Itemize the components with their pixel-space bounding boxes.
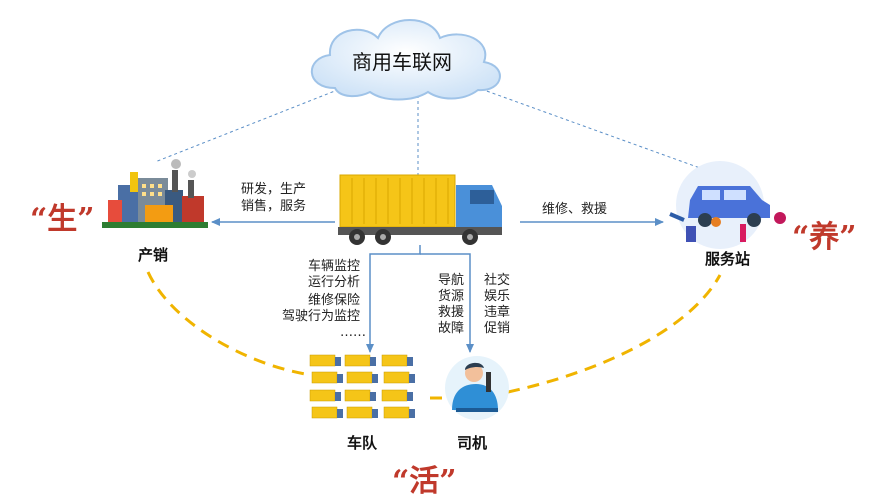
- stage-huo: “活”: [392, 464, 457, 499]
- service-station-icon: [669, 161, 786, 249]
- edge-fleet-line2: 运行分析: [308, 275, 361, 290]
- fleet-icon: [309, 354, 415, 419]
- edge-driver-col1-3: 救援: [438, 305, 465, 320]
- factory-icon: [102, 159, 208, 228]
- cloud-dashed-links: [154, 84, 701, 175]
- node-service-label: 服务站: [705, 250, 751, 268]
- edge-production-line2: 销售，服务: [241, 199, 307, 214]
- edge-driver-col2-2: 娱乐: [484, 289, 511, 304]
- edge-driver-col2-1: 社交: [484, 273, 511, 288]
- node-fleet-label: 车队: [347, 434, 378, 452]
- lifecycle-loop: [146, 271, 722, 400]
- edge-driver-col1-1: 导航: [438, 273, 465, 288]
- edge-driver-col2-4: 促销: [484, 321, 511, 336]
- cloud-title: 商用车联网: [352, 50, 452, 74]
- stage-sheng: “生”: [30, 202, 95, 237]
- driver-icon: [445, 356, 509, 420]
- truck-icon: [338, 174, 502, 245]
- edge-fleet-line4: 驾驶行为监控: [282, 309, 361, 324]
- edge-driver-col2-3: 违章: [484, 305, 511, 320]
- edge-fleet-line1: 车辆监控: [308, 259, 361, 274]
- stage-yang: “养”: [792, 220, 857, 255]
- edge-fleet-line3: 维修保险: [308, 293, 361, 308]
- edge-fleet-line5: ……: [340, 325, 366, 340]
- node-production-label: 产销: [138, 246, 169, 264]
- edge-production-line1: 研发，生产: [241, 182, 307, 197]
- edge-driver-col1-4: 故障: [438, 321, 465, 336]
- edge-driver-col1-2: 货源: [438, 289, 465, 304]
- edge-service-label: 维修、救援: [542, 202, 608, 217]
- node-driver-label: 司机: [457, 434, 488, 452]
- cloud-icon: [310, 19, 501, 101]
- flow-arrows: [211, 218, 664, 353]
